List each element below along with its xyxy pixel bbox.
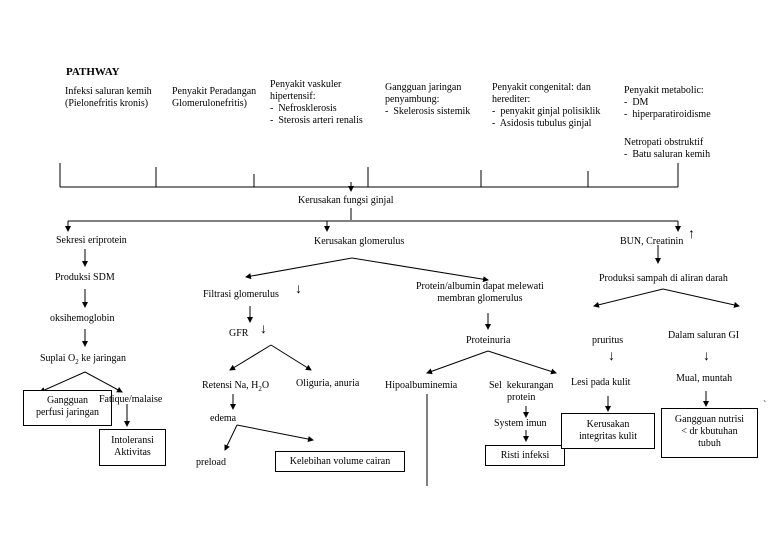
node-preload: preload <box>196 457 226 468</box>
node-retensi-na-h2o: Retensi Na, H2O <box>202 380 270 393</box>
node-produksi-sampah: Produksi sampah di aliran darah <box>599 273 728 284</box>
cause-congenital: Penyakit congenital: dan herediter: - pe… <box>492 82 601 129</box>
cause-metabolic: Penyakit metabolic: - DM - hiperparatiro… <box>624 85 711 120</box>
arrow-down-pruritus: ↓ <box>608 349 615 364</box>
cause-infeksi: Infeksi saluran kemih (Pielonefritis kro… <box>65 86 152 109</box>
diagnosis-gangguan-perfusi: Gangguan perfusi jaringan <box>23 390 112 426</box>
node-filtrasi-glomerulus: Filtrasi glomerulus <box>203 289 279 300</box>
node-produksi-sdm: Produksi SDM <box>55 272 115 283</box>
node-sel-kekurangan-protein: Sel kekurangan protein <box>489 380 554 403</box>
node-lesi-pada-kulit: Lesi pada kulit <box>571 377 631 388</box>
node-hipoalbuminemia: Hipoalbuminemia <box>385 380 458 391</box>
diagnosis-risti-infeksi: Risti infeksi <box>485 445 565 466</box>
node-edema: edema <box>210 413 237 424</box>
arrow-down-gi: ↓ <box>703 349 710 364</box>
node-sekresi-eriprotein: Sekresi eriprotein <box>56 235 127 246</box>
stray-mark: ` <box>763 400 767 411</box>
cause-obstruktif: Netropati obstruktif - Batu saluran kemi… <box>624 137 711 160</box>
diagnosis-intoleransi-aktivitas: Intoleransi Aktivitas <box>99 429 166 466</box>
arrow-down-filtrasi: ↓ <box>295 282 302 297</box>
cause-jaringan-penyambung: Gangguan jaringan penyambung: - Skeleros… <box>385 82 471 117</box>
node-gfr: GFR <box>229 328 249 339</box>
node-proteinuria: Proteinuria <box>466 335 511 346</box>
node-kerusakan-fungsi-ginjal: Kerusakan fungsi ginjal <box>298 195 394 206</box>
node-oksihemoglobin: oksihemoglobin <box>50 313 115 324</box>
node-kerusakan-glomerulus: Kerusakan glomerulus <box>314 236 405 247</box>
node-protein-albumin: Protein/albumin dapat melewati membran g… <box>416 281 544 304</box>
node-suplai-o2: Suplai O2 ke jaringan <box>40 353 126 366</box>
node-mual-muntah: Mual, muntah <box>676 373 733 384</box>
diagnosis-kerusakan-integritas-kulit: Kerusakan integritas kulit <box>561 413 655 449</box>
node-pruritus: pruritus <box>592 335 624 346</box>
node-system-imun: System imun <box>494 418 547 429</box>
node-bun-creatinin: BUN, Creatinin <box>620 236 684 247</box>
arrow-down-gfr: ↓ <box>260 322 267 337</box>
arrow-up-creatinin: ↑ <box>688 227 695 242</box>
diagnosis-kelebihan-volume-cairan: Kelebihan volume cairan <box>275 451 405 472</box>
cause-peradangan: Penyakit Peradangan Glomerulonefritis) <box>172 86 257 109</box>
node-dalam-saluran-gi: Dalam saluran GI <box>668 330 740 341</box>
node-oliguria-anuria: Oliguria, anuria <box>296 378 360 389</box>
node-fatique-malaise: Fatique/malaise <box>99 394 163 405</box>
diagram-title: PATHWAY <box>66 66 120 78</box>
cause-vaskuler: Penyakit vaskuler hipertensif: - Nefrosk… <box>270 79 363 126</box>
diagnosis-gangguan-nutrisi: Gangguan nutrisi < dr kbutuhan tubuh <box>661 408 758 458</box>
